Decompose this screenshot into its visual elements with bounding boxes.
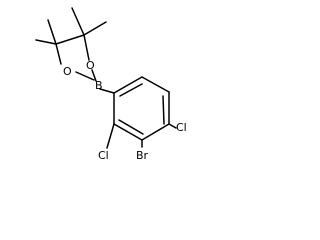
bond-b-aryl [99,88,115,94]
structure-canvas: O O B Cl Br Cl [35,7,187,162]
bond-c-o-lower [55,43,62,65]
boron-label: B [95,79,103,92]
oxygen-upper-label: O [86,59,95,72]
bond-c-cl-left [106,123,115,149]
oxygen-lower-label: O [63,65,72,78]
bond-methyl-1 [35,39,57,45]
bromine-label: Br [136,149,149,162]
bond-ring-c5-c6 [113,123,143,141]
bond-o-b-lower [75,71,95,81]
bond-ring-top [55,34,85,45]
bond-methyl-3 [71,7,85,36]
bond-methyl-4 [83,21,107,36]
bond-o-b-upper [91,69,97,82]
molecule-structure-diagram: O O B Cl Br Cl [35,7,187,162]
bond-ring-c4-c5 [141,123,170,141]
bond-ring-c3-c3-inner [162,95,165,125]
bond-methyl-2 [47,19,57,45]
bond-ring-c2-c3 [141,76,170,93]
chlorine-left-label: Cl [98,149,109,162]
bond-ring-c1-c2 [113,76,143,94]
bond-c-o-upper [83,34,90,61]
chlorine-right-label: Cl [176,121,187,134]
bond-c-cl-right [168,123,177,129]
bond-ring-c1-c2-inner [119,83,143,97]
bond-ring-c5-c6-inner [118,119,144,135]
